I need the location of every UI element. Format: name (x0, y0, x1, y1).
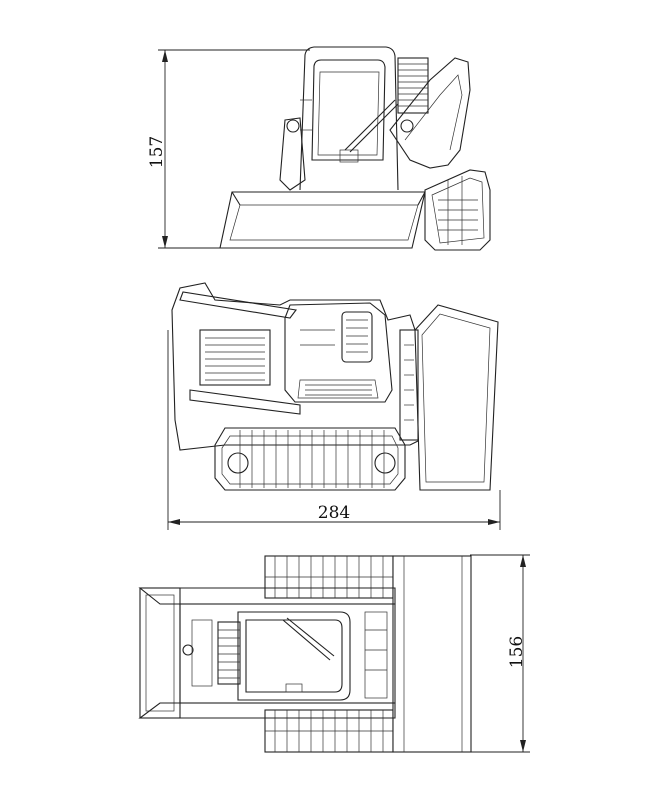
side-track (214, 427, 406, 491)
top-track-lower (264, 709, 394, 753)
side-body (171, 282, 421, 451)
front-track (424, 169, 491, 251)
side-bucket (399, 304, 499, 491)
side-view: 284 (167, 282, 501, 530)
side-cab (284, 302, 393, 403)
top-arm-details (182, 611, 388, 699)
front-lift-arms (279, 57, 471, 191)
top-bucket (392, 555, 472, 753)
width-dimension: 156 (470, 554, 530, 753)
top-view: 156 (138, 554, 530, 753)
height-dimension-label: 157 (147, 136, 167, 168)
length-dimension: 284 (167, 330, 501, 530)
top-frame (138, 587, 396, 719)
front-grille (397, 57, 429, 114)
front-view: 157 (147, 46, 491, 251)
front-cab (299, 46, 399, 191)
top-track-upper (264, 555, 394, 599)
front-bucket (219, 191, 426, 249)
length-dimension-label: 284 (318, 503, 350, 523)
height-dimension: 157 (147, 49, 310, 249)
top-grille (191, 619, 241, 687)
width-dimension-label: 156 (507, 636, 527, 668)
top-cab (237, 611, 351, 701)
